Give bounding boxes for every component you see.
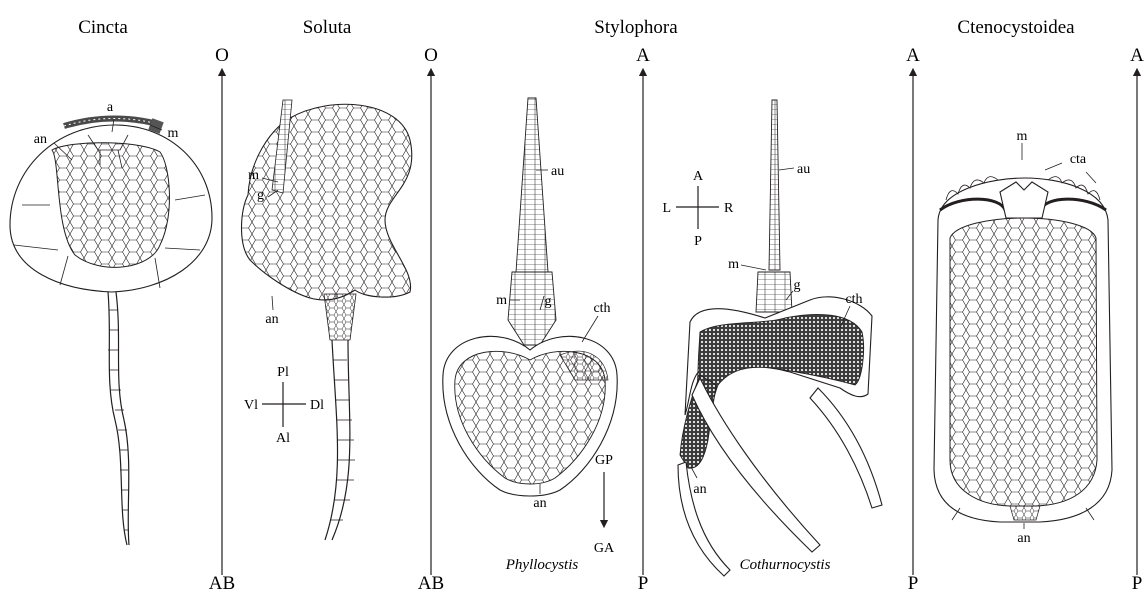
gradient-label-gp: GP bbox=[595, 453, 613, 468]
axis-arrow-4: A P bbox=[906, 45, 920, 592]
phyllocystis-label-au: au bbox=[551, 164, 564, 179]
cothurnocystis-compass-left: L bbox=[662, 201, 671, 216]
ctenocystoidea-label-cta: cta bbox=[1070, 152, 1087, 167]
axis-1-bottom-label: AB bbox=[209, 573, 235, 592]
stylophora-title: Stylophora bbox=[594, 17, 678, 38]
soluta-orientation-compass: Pl Vl Dl Al bbox=[244, 365, 324, 446]
cothurnocystis-name: Cothurnocystis bbox=[740, 557, 831, 573]
axis-1-top-label: O bbox=[215, 45, 229, 66]
phyllocystis-label-cth: cth bbox=[593, 301, 610, 316]
axis-arrow-5: A P bbox=[1130, 45, 1144, 592]
soluta-compass-left: Vl bbox=[244, 398, 258, 413]
cothurnocystis-label-m: m bbox=[728, 257, 739, 272]
axis-3-top-label: A bbox=[636, 45, 650, 66]
cothurnocystis-label-an: an bbox=[693, 482, 706, 497]
cothurnocystis-label-au: au bbox=[797, 162, 810, 177]
cincta-specimen bbox=[10, 118, 212, 545]
gradient-label-ga: GA bbox=[594, 541, 615, 556]
phyllocystis-name: Phyllocystis bbox=[505, 557, 579, 573]
axis-arrow-3: A P bbox=[636, 45, 650, 592]
cincta-label-m: m bbox=[168, 126, 179, 141]
phyllocystis-specimen bbox=[443, 98, 617, 496]
axis-4-bottom-label: P bbox=[908, 573, 919, 592]
cothurnocystis-label-cth: cth bbox=[845, 292, 862, 307]
cothurnocystis-label-g: g bbox=[794, 278, 801, 293]
cothurnocystis-compass-top: A bbox=[693, 169, 704, 184]
phyllocystis-label-g: g bbox=[545, 294, 552, 309]
cincta-label-a: a bbox=[107, 100, 114, 115]
axis-4-top-label: A bbox=[906, 45, 920, 66]
ctenocystoidea-label-an: an bbox=[1017, 531, 1030, 546]
soluta-label-m: m bbox=[248, 168, 259, 183]
axis-arrow-2: O AB bbox=[418, 45, 444, 592]
ctenocystoidea-label-m: m bbox=[1017, 129, 1028, 144]
ctenocystoidea-specimen bbox=[934, 143, 1112, 529]
axis-5-bottom-label: P bbox=[1132, 573, 1143, 592]
soluta-title: Soluta bbox=[303, 17, 352, 38]
soluta-label-g: g bbox=[257, 188, 264, 203]
axis-5-top-label: A bbox=[1130, 45, 1144, 66]
axis-2-top-label: O bbox=[424, 45, 438, 66]
phyllocystis-label-m: m bbox=[496, 293, 507, 308]
cincta-label-an: an bbox=[34, 132, 47, 147]
cincta-title: Cincta bbox=[78, 17, 128, 38]
axis-3-bottom-label: P bbox=[638, 573, 649, 592]
axis-arrow-1: O AB bbox=[209, 45, 235, 592]
cothurnocystis-orientation-compass: A L R P bbox=[662, 169, 734, 249]
phyllocystis-label-an: an bbox=[533, 496, 546, 511]
cothurnocystis-compass-right: R bbox=[724, 201, 734, 216]
soluta-label-an: an bbox=[265, 312, 278, 327]
soluta-compass-right: Dl bbox=[310, 398, 324, 413]
soluta-compass-bottom: Al bbox=[276, 431, 290, 446]
gradient-arrow-gp-ga: GP GA bbox=[594, 453, 615, 556]
axis-2-bottom-label: AB bbox=[418, 573, 444, 592]
cothurnocystis-compass-bottom: P bbox=[694, 234, 702, 249]
soluta-compass-top: Pl bbox=[277, 365, 289, 380]
ctenocystoidea-title: Ctenocystoidea bbox=[957, 17, 1075, 38]
cothurnocystis-specimen bbox=[678, 100, 882, 576]
